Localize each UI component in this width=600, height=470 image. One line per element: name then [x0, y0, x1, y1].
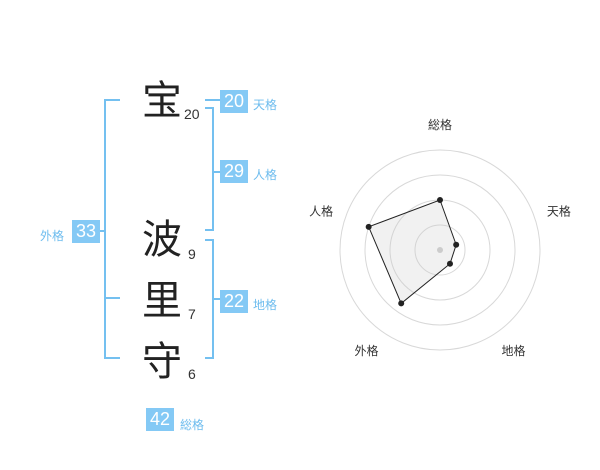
radar-axis-label-5: 人格	[309, 203, 333, 218]
radar-axis-label-1: 総格	[428, 117, 452, 132]
radar-axis-label-4: 外格	[355, 343, 379, 358]
chikaku-label: 地格	[253, 298, 278, 312]
stroke-count-3: 7	[188, 306, 196, 322]
stroke-count-1: 20	[184, 106, 200, 122]
stroke-count-2: 9	[188, 246, 196, 262]
gaikaku-label: 外格	[40, 229, 65, 243]
radar-point-5	[365, 223, 372, 230]
radar-axis-label-2: 天格	[547, 203, 571, 218]
chikaku-value: 22	[220, 290, 248, 313]
name-char-3: 里	[142, 278, 182, 324]
radar-ring	[364, 174, 516, 326]
name-char-2: 波	[142, 217, 182, 263]
soukaku-label: 総格	[180, 418, 205, 432]
radar-center-dot	[437, 247, 443, 253]
radar-point-4	[398, 300, 405, 307]
radar-point-3	[446, 260, 453, 267]
radar-polygon	[368, 199, 457, 305]
name-char-1: 宝	[142, 78, 182, 124]
radar-point-2	[453, 241, 460, 248]
radar-point-1	[437, 197, 443, 203]
radar-ring	[339, 149, 541, 351]
jinkaku-value: 29	[220, 160, 248, 183]
name-char-4: 守	[142, 339, 182, 385]
stroke-count-4: 6	[188, 366, 196, 382]
jinkaku-label: 人格	[253, 168, 278, 182]
radar-axis-label-3: 地格	[501, 343, 525, 358]
soukaku-value: 42	[146, 408, 174, 431]
gaikaku-value: 33	[72, 220, 100, 243]
tenkaku-label: 天格	[253, 98, 278, 112]
radar-ring	[414, 224, 466, 276]
tenkaku-value: 20	[220, 90, 248, 113]
